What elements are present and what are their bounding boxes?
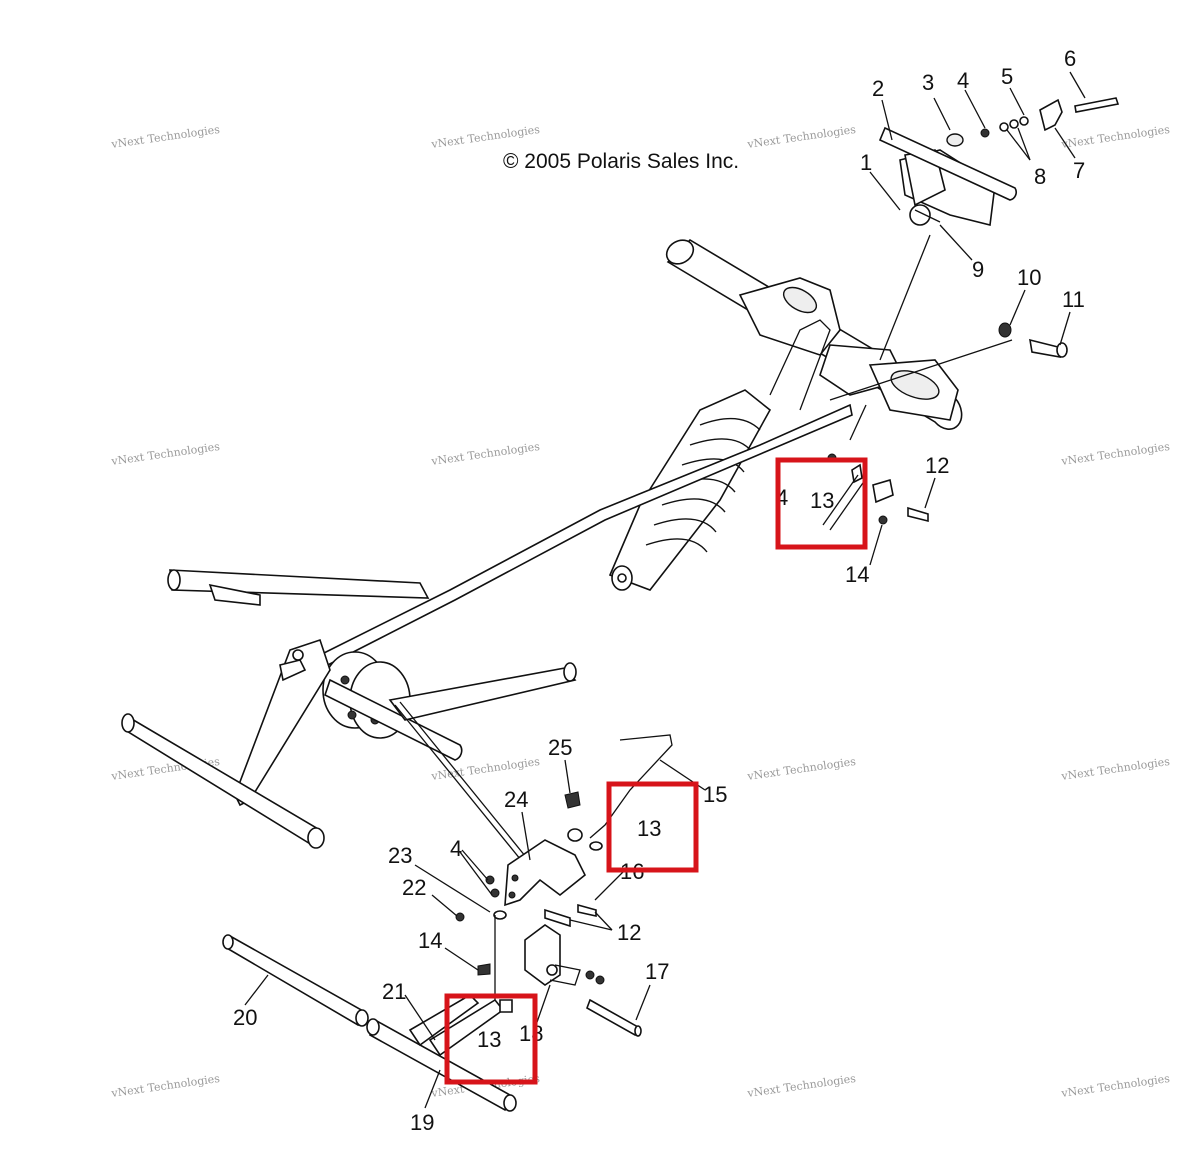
callout-10: 10 (1017, 265, 1041, 290)
highlight-box-1[interactable]: 13 (775, 457, 868, 550)
callout-9: 9 (972, 257, 984, 282)
callout-2: 2 (872, 76, 884, 101)
copyright-text: © 2005 Polaris Sales Inc. (503, 150, 739, 173)
callout-13: 13 (810, 488, 834, 513)
callout-labels: 2 3 4 5 6 1 8 7 9 10 11 12 4 14 25 15 24… (233, 46, 1085, 1135)
watermark-text: vNext Technologies (746, 755, 857, 783)
watermark-text: vNext Technologies (1060, 440, 1171, 468)
callout-13: 13 (637, 816, 661, 841)
callout-18: 18 (519, 1021, 543, 1046)
callout-8: 8 (1034, 164, 1046, 189)
callout-21: 21 (382, 979, 406, 1004)
callout-17: 17 (645, 959, 669, 984)
callout-15: 15 (703, 782, 727, 807)
highlight-box-3[interactable]: 13 (444, 993, 538, 1085)
callout-20: 20 (233, 1005, 257, 1030)
callout-5: 5 (1001, 64, 1013, 89)
callout-14: 14 (418, 928, 442, 953)
callout-19: 19 (410, 1110, 434, 1135)
callout-13: 13 (477, 1027, 501, 1052)
callout-11: 11 (1062, 287, 1085, 312)
callout-1: 1 (860, 150, 872, 175)
callout-4: 4 (450, 836, 462, 861)
watermark-text: vNext Technologies (746, 1072, 857, 1100)
watermark-text: vNext Technologies (1060, 123, 1171, 151)
watermark-text: vNext Technologies (430, 440, 541, 468)
callout-4: 4 (957, 68, 969, 93)
callout-14: 14 (845, 562, 869, 587)
highlight-frame (444, 993, 538, 1085)
watermark-text: vNext Technologies (110, 440, 221, 468)
watermark-text: vNext Technologies (1060, 755, 1171, 783)
watermark-text: vNext Technologies (1060, 1072, 1171, 1100)
callout-24: 24 (504, 787, 528, 812)
callout-12: 12 (617, 920, 641, 945)
callout-22: 22 (402, 875, 426, 900)
highlight-frame (775, 457, 868, 550)
watermark-text: vNext Technologies (110, 1072, 221, 1100)
callout-3: 3 (922, 70, 934, 95)
suspension-drawing (121, 71, 1120, 1112)
watermark-text: vNext Technologies (110, 123, 221, 151)
callout-7: 7 (1073, 158, 1085, 183)
watermark-text: vNext Technologies (746, 123, 857, 151)
callout-23: 23 (388, 843, 412, 868)
callout-6: 6 (1064, 46, 1076, 71)
callout-25: 25 (548, 735, 572, 760)
highlight-box-2[interactable]: 13 (606, 781, 699, 873)
watermark-layer: vNext Technologies vNext Technologies vN… (110, 123, 1171, 1100)
highlight-frame (606, 781, 699, 873)
watermark-text: vNext Technologies (430, 123, 541, 151)
callout-12: 12 (925, 453, 949, 478)
